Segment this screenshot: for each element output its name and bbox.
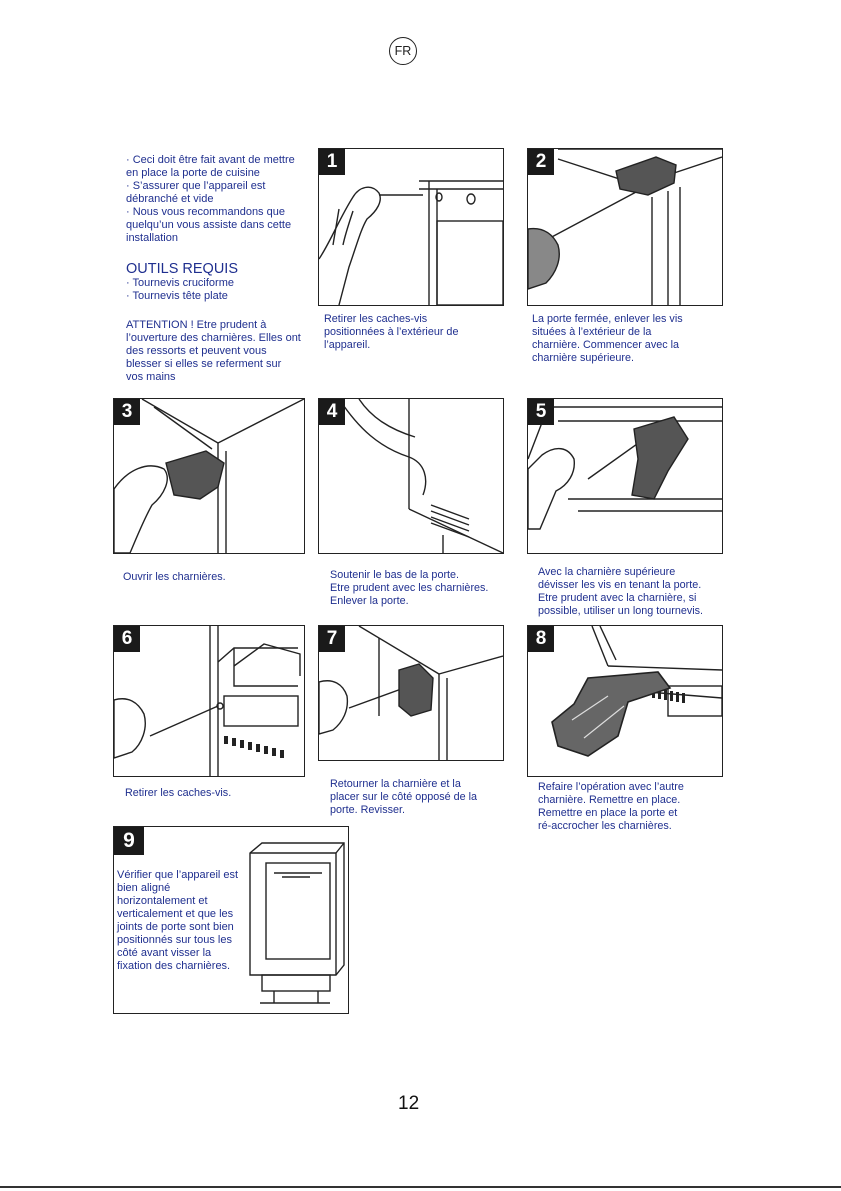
step-6-panel: 6 — [113, 625, 305, 777]
page-number: 12 — [398, 1093, 420, 1114]
step-1-panel: 1 — [318, 148, 504, 306]
step-1-caption: Retirer les caches-vis positionnées à l’… — [324, 313, 459, 351]
step-1-illustration — [319, 180, 503, 305]
step-3-badge: 3 — [114, 399, 140, 425]
intro-bullet-3: · Nous vous recommandons que quelqu’un v… — [126, 206, 292, 244]
step-8-caption: Refaire l’opération avec l’autre charniè… — [538, 781, 684, 832]
step-4-badge: 4 — [319, 399, 345, 425]
step-9-panel: 9 Vérifier que l’appareil est bien align… — [113, 826, 349, 1014]
step-9-badge: 9 — [114, 827, 144, 855]
warning-text: ATTENTION ! Etre prudent à l’ouverture d… — [126, 319, 301, 383]
step-4-panel: 4 — [318, 398, 504, 554]
step-9-text: Vérifier que l’appareil est bien aligné … — [117, 869, 239, 972]
step-3-panel: 3 — [113, 398, 305, 554]
tool-item-1: · Tournevis cruciforme — [126, 277, 234, 289]
step-6-badge: 6 — [114, 626, 140, 652]
step-6-illustration — [114, 626, 301, 776]
step-2-badge: 2 — [528, 149, 554, 175]
bottom-rule — [0, 1186, 841, 1188]
tools-title: OUTILS REQUIS — [126, 261, 238, 277]
step-7-illustration — [319, 626, 503, 760]
step-9-illustration — [249, 842, 345, 1004]
language-badge: FR — [389, 37, 417, 65]
step-5-caption: Avec la charnière supérieure dévisser le… — [538, 566, 704, 617]
step-8-illustration — [551, 626, 722, 757]
step-7-caption: Retourner la charnière et la placer sur … — [330, 778, 478, 816]
step-1-badge: 1 — [319, 149, 345, 175]
step-3-caption: Ouvrir les charnières. — [123, 571, 226, 583]
tool-item-2: · Tournevis tête plate — [126, 290, 228, 302]
step-6-caption: Retirer les caches-vis. — [125, 787, 232, 799]
step-4-illustration — [338, 399, 503, 553]
step-8-badge: 8 — [528, 626, 554, 652]
step-3-illustration — [114, 399, 304, 553]
intro-bullet-1: · Ceci doit être fait avant de mettre en… — [126, 154, 295, 179]
step-7-badge: 7 — [319, 626, 345, 652]
step-5-illustration — [528, 406, 722, 530]
step-2-illustration — [528, 149, 722, 305]
step-4-caption: Soutenir le bas de la porte. Etre pruden… — [330, 569, 489, 607]
step-7-panel: 7 — [318, 625, 504, 761]
step-5-badge: 5 — [528, 399, 554, 425]
intro-block: · Ceci doit être fait avant de mettre en… — [126, 154, 301, 384]
step-5-panel: 5 — [527, 398, 723, 554]
step-8-panel: 8 — [527, 625, 723, 777]
step-2-panel: 2 — [527, 148, 723, 306]
step-2-caption: La porte fermée, enlever les vis situées… — [532, 313, 683, 364]
intro-bullet-2: · S’assurer que l’appareil est débranché… — [126, 180, 266, 205]
